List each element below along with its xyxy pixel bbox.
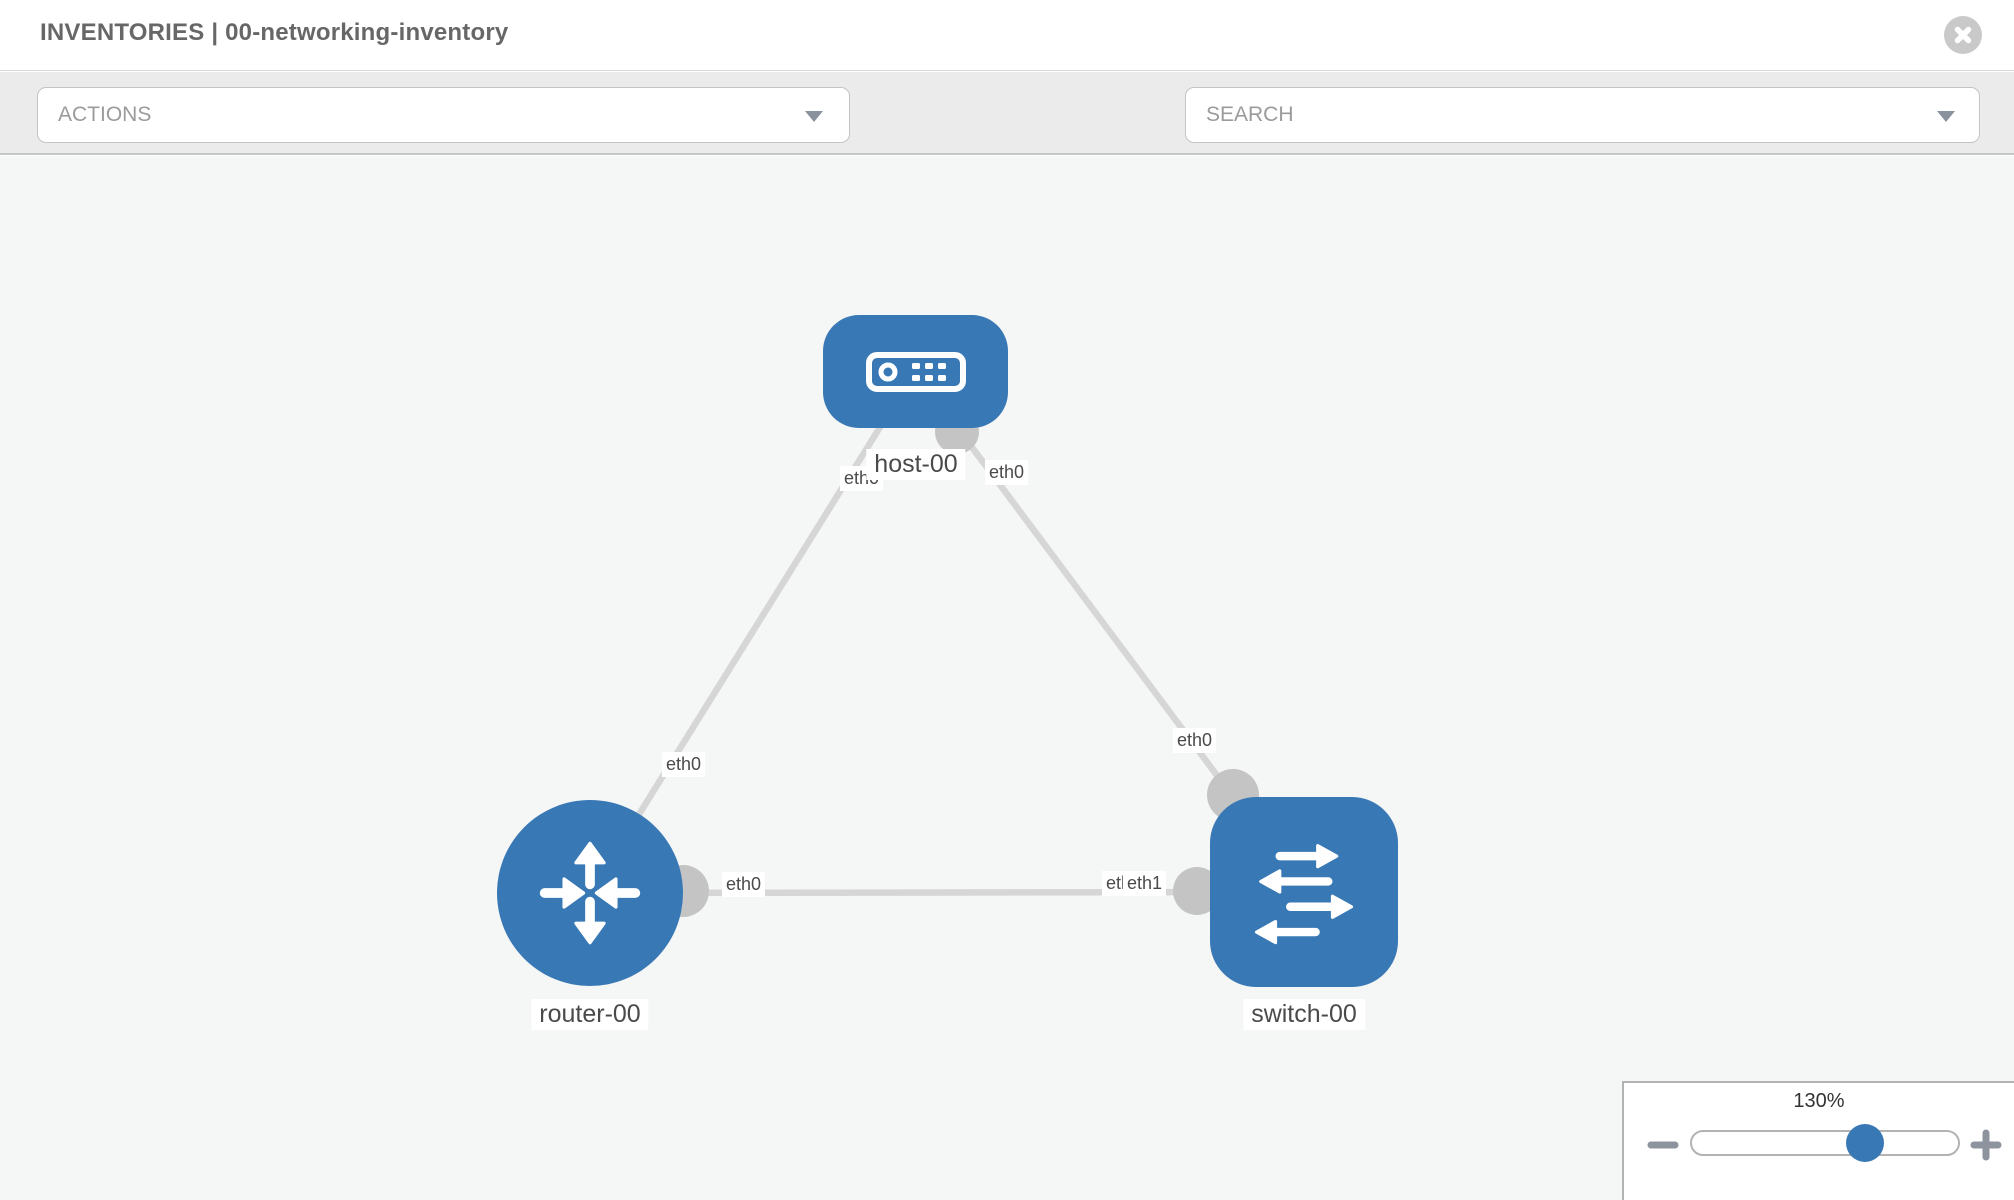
actions-dropdown[interactable]: ACTIONS [37, 87, 850, 143]
minus-icon [1647, 1141, 1679, 1149]
header: INVENTORIES | 00-networking-inventory [0, 0, 2014, 71]
zoom-panel: 130% [1622, 1081, 2014, 1200]
node-host-00[interactable] [823, 315, 1008, 428]
switch-arrows-icon [1254, 844, 1354, 945]
node-label-host-00: host-00 [866, 449, 966, 480]
zoom-in-button[interactable] [1968, 1127, 2004, 1163]
zoom-out-button[interactable] [1646, 1127, 1682, 1163]
zoom-slider-thumb[interactable] [1846, 1124, 1884, 1162]
node-router-00[interactable] [497, 800, 683, 986]
port-label-switch-eth1-left: eth1 [1123, 871, 1167, 896]
search-dropdown-label: SEARCH [1206, 103, 1294, 126]
node-label-router-00: router-00 [531, 999, 649, 1030]
chevron-down-icon [805, 111, 823, 122]
host-server-icon [865, 351, 966, 392]
topology-links [587, 369, 1307, 917]
topology-canvas[interactable]: host-00 router-00 switch-00 eth0 eth0 et… [0, 156, 2014, 1200]
node-switch-00[interactable] [1210, 797, 1398, 987]
port-label-router-eth0-right: eth0 [722, 872, 766, 897]
port-label-host-eth0-right: eth0 [985, 460, 1029, 485]
node-label-switch-00: switch-00 [1243, 999, 1365, 1030]
zoom-slider-track[interactable] [1690, 1124, 1960, 1162]
close-button[interactable] [1944, 16, 1982, 54]
chevron-down-icon [1937, 111, 1955, 122]
close-icon [1954, 26, 1972, 44]
plus-icon [1970, 1129, 2002, 1161]
zoom-level: 130% [1793, 1090, 1845, 1112]
search-dropdown[interactable]: SEARCH [1185, 87, 1980, 143]
port-label-switch-eth0-top: eth0 [1173, 728, 1217, 753]
port-label-router-eth0-upper: eth0 [662, 752, 706, 777]
router-arrows-icon [539, 841, 641, 945]
toolbar: ACTIONS SEARCH [0, 72, 2014, 206]
actions-dropdown-label: ACTIONS [58, 103, 152, 126]
page-title: INVENTORIES | 00-networking-inventory [40, 19, 509, 46]
